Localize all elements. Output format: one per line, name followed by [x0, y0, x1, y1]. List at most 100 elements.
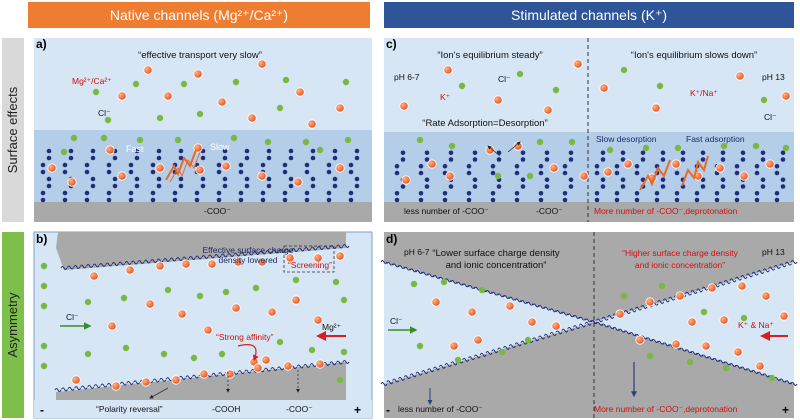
- surface-group: [514, 342, 522, 347]
- surface-group: [607, 315, 615, 319]
- polymer-bead: [418, 197, 424, 203]
- anion-ion: [646, 352, 654, 360]
- polymer-bead: [424, 150, 430, 156]
- polymer-bead: [496, 150, 502, 156]
- surface-group: [790, 382, 798, 386]
- polymer-bead: [472, 150, 478, 156]
- cation-ion: [603, 167, 613, 177]
- surface-group: [270, 367, 278, 371]
- surface-group: [779, 263, 787, 268]
- polymer-bead: [106, 190, 112, 196]
- cation-ion: [47, 163, 57, 173]
- surface-group: [623, 330, 631, 335]
- surface-group: [549, 308, 557, 313]
- surface-group: [561, 311, 569, 316]
- panel-d-quote-left-1: “Lower surface charge density: [432, 248, 560, 259]
- surface-group: [784, 261, 792, 266]
- surface-group: [773, 376, 781, 381]
- polymer-bead: [128, 162, 134, 168]
- polymer-bead: [134, 155, 140, 161]
- cation-ion: [293, 177, 303, 187]
- polymer-bead: [150, 162, 156, 168]
- polymer-bead: [466, 190, 472, 196]
- polymer-bead: [680, 150, 686, 156]
- polymer-bead: [780, 150, 786, 156]
- polymer-bead: [310, 155, 316, 161]
- cation-ion: [399, 101, 409, 111]
- surface-group: [573, 315, 580, 319]
- polymer-bead: [46, 155, 52, 161]
- polymer-bead: [68, 148, 74, 154]
- surface-group: [131, 260, 138, 265]
- polymer-bead: [760, 184, 766, 189]
- panel-c-adsorption-path: [681, 155, 709, 187]
- polymer-bead: [714, 197, 720, 203]
- surface-group: [150, 259, 158, 263]
- surface-group: [784, 380, 792, 385]
- surface-group: [386, 380, 394, 385]
- surface-group: [79, 264, 87, 269]
- polymer-bead: [520, 177, 526, 183]
- panel-c-coo-label: -COO⁻: [536, 206, 563, 216]
- polymer-bead: [674, 190, 680, 196]
- surface-group: [701, 286, 709, 291]
- cation-ion: [207, 259, 217, 269]
- polymer-bead: [62, 197, 68, 203]
- polymer-bead: [394, 190, 400, 196]
- panel-c-k-label: K⁺: [440, 92, 451, 102]
- surface-group: [211, 372, 219, 377]
- cation-ion: [449, 341, 459, 351]
- anion-ion: [524, 336, 532, 344]
- panel-b-bottom-wall: [56, 362, 346, 400]
- surface-group: [723, 280, 731, 284]
- header-native-label: Native channels (Mg²⁺/Ca²⁺): [110, 7, 288, 23]
- surface-group: [740, 275, 748, 279]
- surface-group: [657, 340, 665, 345]
- surface-group: [543, 333, 551, 338]
- surface-group: [329, 361, 337, 366]
- cation-ion: [283, 361, 293, 371]
- surface-group: [218, 372, 226, 377]
- polymer-bead: [600, 157, 606, 162]
- panel-d-kna-label: K⁺ & Na⁺: [738, 320, 774, 330]
- polymer-bead: [538, 163, 544, 169]
- surface-group: [740, 366, 748, 371]
- anion-ion: [498, 348, 506, 356]
- panel-c-kna-label: K⁺/Na⁺: [690, 88, 718, 98]
- polymer-bead: [418, 170, 424, 176]
- surface-group: [746, 368, 754, 373]
- polymer-bead: [448, 184, 454, 189]
- surface-group: [623, 310, 631, 314]
- anion-ion: [196, 110, 204, 118]
- surface-group: [246, 251, 254, 256]
- polymer-bead: [238, 162, 244, 168]
- cation-ion: [141, 377, 151, 387]
- polymer-bead: [90, 183, 96, 189]
- cation-ion: [105, 145, 115, 155]
- surface-group: [497, 293, 505, 298]
- polymer-bead: [332, 148, 338, 154]
- surface-group: [415, 371, 423, 376]
- anion-ion: [160, 350, 168, 358]
- polymer-bead: [714, 190, 720, 196]
- surface-group: [629, 308, 637, 313]
- surface-group: [120, 381, 127, 386]
- surface-group: [156, 258, 164, 263]
- surface-group: [450, 361, 458, 366]
- polymer-bead: [288, 155, 294, 161]
- surface-group: [124, 261, 132, 265]
- panel-d-tag: d): [386, 232, 397, 246]
- surface-group: [433, 366, 440, 371]
- cation-ion: [125, 265, 135, 275]
- surface-group: [503, 295, 510, 299]
- surface-group: [757, 270, 765, 274]
- cation-ion: [579, 171, 589, 181]
- polymer-bead: [244, 183, 250, 189]
- polymer-bead: [418, 163, 424, 169]
- polymer-bead: [326, 162, 332, 168]
- polymer-bead: [472, 184, 478, 189]
- panel-b-polarity-arrow: [149, 387, 169, 399]
- polymer-bead: [222, 148, 228, 154]
- surface-group: [762, 373, 770, 378]
